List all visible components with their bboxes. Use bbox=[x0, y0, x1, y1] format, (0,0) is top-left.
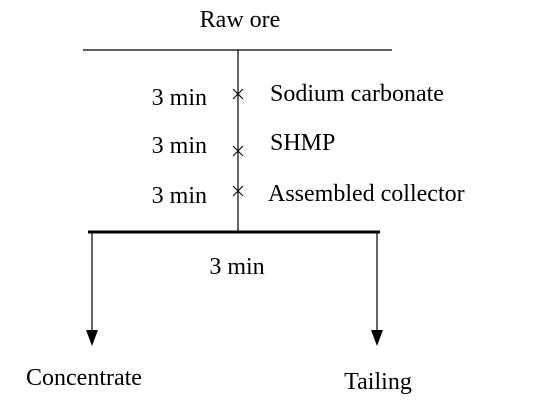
stage-3-cross-icon bbox=[232, 185, 244, 197]
stage-2-cross-icon bbox=[232, 145, 244, 157]
stage-2-time: 3 min bbox=[152, 133, 207, 159]
stage-1-time: 3 min bbox=[152, 85, 207, 111]
stage-3-time: 3 min bbox=[152, 183, 207, 209]
stage-1-cross-icon bbox=[232, 88, 244, 100]
raw-ore-label: Raw ore bbox=[200, 7, 281, 33]
tailing-label: Tailing bbox=[344, 369, 412, 395]
tailing-arrow-icon bbox=[371, 330, 383, 346]
stage-1-reagent: Sodium carbonate bbox=[270, 81, 444, 107]
flotation-time: 3 min bbox=[209, 254, 264, 280]
concentrate-label: Concentrate bbox=[26, 365, 142, 391]
stage-2-reagent: SHMP bbox=[270, 130, 335, 156]
stage-3-reagent: Assembled collector bbox=[268, 181, 465, 207]
concentrate-arrow-icon bbox=[86, 330, 98, 346]
